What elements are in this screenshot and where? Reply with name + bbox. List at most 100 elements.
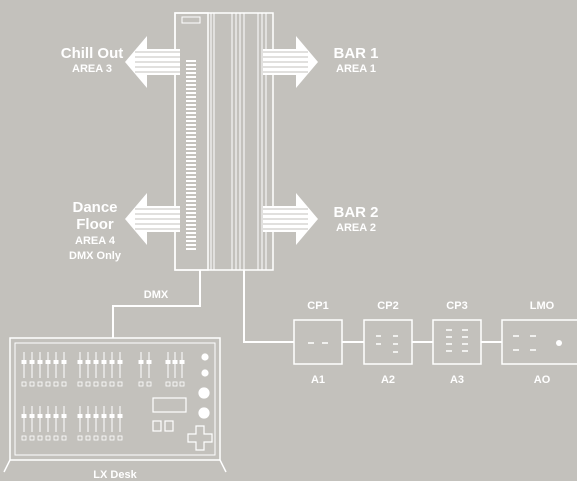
desk-fader — [77, 352, 83, 387]
meter-segment — [186, 240, 196, 242]
meter-segment — [186, 156, 196, 158]
bar2-area: AREA 2 — [336, 222, 376, 234]
desk-fader — [53, 406, 59, 441]
panel-lmo-bottom-label: AO — [533, 374, 551, 386]
meter-segment — [186, 88, 196, 90]
meter-segment — [186, 184, 196, 186]
panel-cp3 — [432, 319, 482, 365]
meter-segment — [186, 228, 196, 230]
panel-cp1-top-label: CP1 — [307, 300, 329, 312]
panel-cp2-top-label: CP2 — [377, 300, 399, 312]
meter-segment — [186, 248, 196, 250]
desk-fader — [138, 352, 144, 387]
bar2-label: BAR 2 — [333, 204, 379, 221]
desk-faders — [21, 352, 185, 441]
desk-fader — [165, 352, 171, 387]
dmx-label: DMX — [143, 289, 169, 301]
meter-segment — [186, 68, 196, 70]
desk-fader — [53, 352, 59, 387]
meter-segment — [186, 144, 196, 146]
meter-segment — [186, 200, 196, 202]
panel-cp3-bottom-label: A3 — [449, 374, 465, 386]
chill-out-label: Chill Out — [60, 45, 124, 62]
panel-cp2 — [363, 319, 413, 365]
desk-fader — [37, 406, 43, 441]
panel-cp3-top-label: CP3 — [446, 300, 468, 312]
panel-lmo — [501, 319, 577, 365]
meter-segment — [186, 224, 196, 226]
meter-segment — [186, 120, 196, 122]
meter-segment — [186, 100, 196, 102]
meter-segment — [186, 128, 196, 130]
meter-segment — [186, 188, 196, 190]
dance-floor-area: AREA 4 — [75, 235, 115, 247]
bar1-label: BAR 1 — [333, 45, 379, 62]
meter-segment — [186, 208, 196, 210]
meter-segment — [186, 236, 196, 238]
desk-fader — [29, 406, 35, 441]
desk-fader — [146, 352, 152, 387]
desk-fader — [85, 352, 91, 387]
desk-fader — [109, 406, 115, 441]
meter-segment — [186, 180, 196, 182]
desk-fader — [172, 352, 178, 387]
rack-led-meter — [186, 60, 196, 250]
meter-segment — [186, 136, 196, 138]
desk-fader — [29, 352, 35, 387]
desk-fader — [101, 406, 107, 441]
meter-segment — [186, 148, 196, 150]
meter-segment — [186, 164, 196, 166]
meter-segment — [186, 104, 196, 106]
desk-fader — [21, 406, 27, 441]
desk-fader — [61, 406, 67, 441]
meter-segment — [186, 72, 196, 74]
meter-segment — [186, 108, 196, 110]
desk-fader — [101, 352, 107, 387]
desk-fader — [61, 352, 67, 387]
desk-fader — [45, 352, 51, 387]
meter-segment — [186, 96, 196, 98]
panel-cp2-bottom-label: A2 — [380, 374, 396, 386]
dmx-cable — [112, 270, 201, 338]
meter-segment — [186, 168, 196, 170]
meter-segment — [186, 132, 196, 134]
lx-desk — [3, 337, 227, 473]
panel-cp1 — [293, 319, 343, 365]
meter-segment — [186, 64, 196, 66]
bar1-area: AREA 1 — [336, 63, 376, 75]
meter-segment — [186, 140, 196, 142]
meter-segment — [186, 116, 196, 118]
lx-desk-label: LX Desk — [93, 469, 137, 481]
meter-segment — [186, 176, 196, 178]
meter-segment — [186, 204, 196, 206]
panel-cp1-bottom-label: A1 — [310, 374, 326, 386]
dance-floor-note: DMX Only — [69, 250, 121, 262]
meter-segment — [186, 152, 196, 154]
meter-segment — [186, 112, 196, 114]
desk-fader — [45, 406, 51, 441]
chill-out-area: AREA 3 — [72, 63, 112, 75]
meter-segment — [186, 80, 196, 82]
meter-segment — [186, 220, 196, 222]
meter-segment — [186, 196, 196, 198]
meter-segment — [186, 124, 196, 126]
desk-fader — [21, 352, 27, 387]
dance-floor-label-line1: Dance — [72, 199, 118, 216]
meter-segment — [186, 244, 196, 246]
meter-segment — [186, 232, 196, 234]
desk-controls — [152, 353, 213, 451]
dance-floor-label-line2: Floor — [76, 216, 114, 233]
meter-segment — [186, 84, 196, 86]
meter-segment — [186, 192, 196, 194]
desk-fader — [179, 352, 185, 387]
desk-fader — [77, 406, 83, 441]
meter-segment — [186, 76, 196, 78]
desk-fader — [37, 352, 43, 387]
meter-segment — [186, 172, 196, 174]
desk-fader — [93, 406, 99, 441]
desk-fader — [85, 406, 91, 441]
meter-segment — [186, 212, 196, 214]
meter-segment — [186, 216, 196, 218]
meter-segment — [186, 60, 196, 62]
